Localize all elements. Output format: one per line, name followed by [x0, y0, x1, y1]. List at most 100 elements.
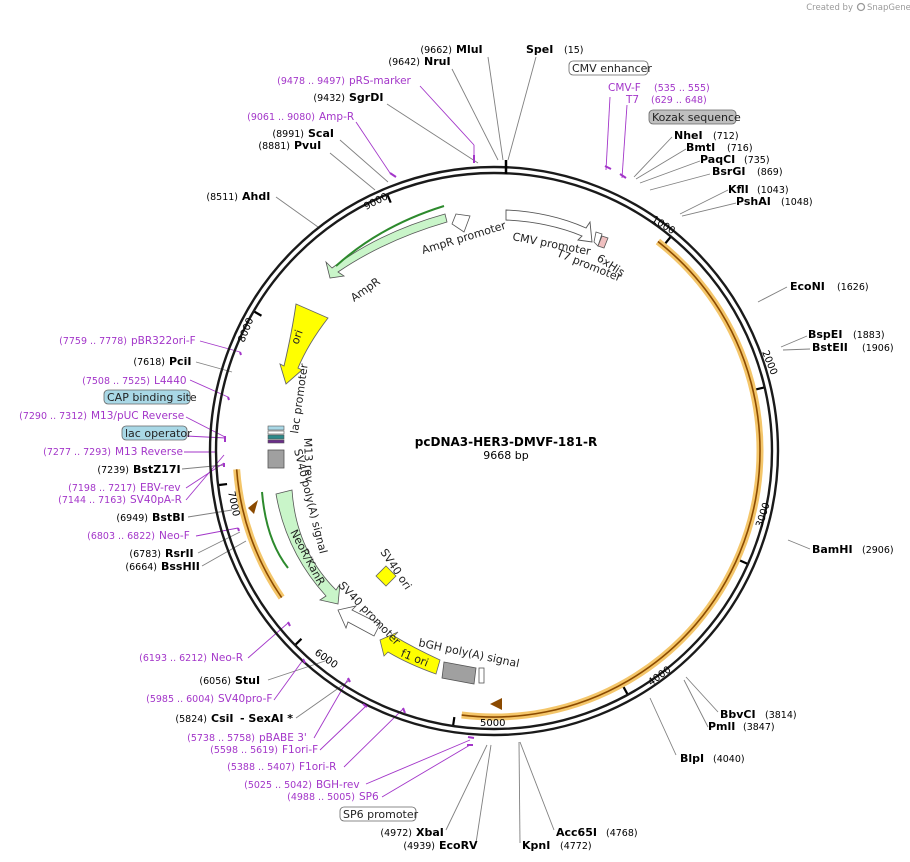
backbone-inner [214, 171, 774, 731]
site-name-acc65i: Acc65I [556, 826, 597, 839]
neo-orf-line [235, 469, 283, 598]
tick-7000: 7000 [225, 490, 241, 517]
brand-prefix: Created by [806, 3, 853, 13]
primer-name-f1ori-f: F1ori-F [282, 744, 318, 756]
site-name-nrui: NruI [424, 55, 451, 68]
primer-pos-sv40pro-f: (5985 .. 6004) [146, 694, 214, 705]
site-name-blpi: BlpI [680, 752, 704, 765]
lac-operator-mark [267, 434, 285, 440]
site-pos-blpi: (4040) [713, 754, 745, 765]
primer-pos-bgh-rev: (5025 .. 5042) [244, 780, 312, 791]
f1-ori-arrow [379, 631, 441, 675]
site-name-bbvci: BbvCI [720, 708, 756, 721]
primer-name-m13puc-rev: M13/pUC Reverse [91, 410, 184, 422]
backbone-outer [208, 165, 780, 737]
site-pos-nrui: (9642) [388, 57, 420, 68]
site-pos-bbvci: (3814) [765, 710, 797, 721]
primer-pos-neo-f: (6803 .. 6822) [87, 531, 155, 542]
site-pos-ahdi: (8511) [206, 192, 238, 203]
cmv-promoter-arrow [505, 209, 593, 243]
neo-orf-arc [233, 469, 285, 600]
site-pos-econi: (1626) [837, 282, 869, 293]
site-name-pmli: PmlI [708, 720, 735, 733]
site-pos-ecorv: (4939) [403, 841, 435, 852]
box-lac-operator [121, 425, 188, 441]
primer-name-neo-r: Neo-R [211, 652, 243, 664]
site-name-pcii: PciI [169, 355, 191, 368]
site-name-ahdi: AhdI [242, 190, 270, 203]
primer-pos-cmv-f: (535 .. 555) [654, 83, 710, 94]
boxed-labels: CMV enhancer Kozak sequence CAP binding … [103, 60, 741, 822]
tick-8000: 8000 [237, 316, 257, 344]
site-name-bspei: BspEI [808, 328, 842, 341]
site-pos-mlui: (9662) [420, 45, 452, 56]
neor-orf-line [261, 491, 289, 569]
primer-pos-l4440: (7508 .. 7525) [82, 376, 150, 387]
primer-name-ebv-rev: EBV-rev [140, 482, 181, 494]
neor-arrow [275, 489, 341, 605]
site-name-spei: SpeI [526, 43, 553, 56]
primer-name-pbr322ori-f: pBR322ori-F [131, 335, 196, 347]
label-cap-site: CAP binding site [107, 391, 197, 404]
site-name-csii: CsiI [211, 712, 233, 725]
primer-marks [223, 155, 627, 746]
site-pos-rsrii: (6783) [129, 549, 161, 560]
site-pos-paqci: (735) [744, 155, 770, 166]
label-lac-operator: lac operator [125, 427, 192, 440]
site-name-mlui: MluI [456, 43, 483, 56]
tick-mark [664, 236, 672, 245]
site-pos-scai: (8991) [272, 129, 304, 140]
primer-pos-sv40pa-r: (7144 .. 7163) [58, 495, 126, 506]
primer-pos-ebv-rev: (7198 .. 7217) [68, 483, 136, 494]
label-cmv-enhancer: CMV enhancer [572, 62, 652, 75]
site-pos-pvui: (8881) [258, 141, 290, 152]
site-name-bsrgi: BsrGI [712, 165, 745, 178]
tick-6000: 6000 [312, 647, 339, 671]
site-pos-bsrgi: (869) [757, 167, 783, 178]
box-kozak [648, 109, 737, 125]
primer-name-m13-rev: M13 Reverse [115, 446, 183, 458]
primer-pos-pbabe3: (5738 .. 5758) [187, 733, 255, 744]
primer-pos-m13-rev: (7277 .. 7293) [43, 447, 111, 458]
tick-mark [253, 310, 263, 317]
primer-pos-m13puc-rev: (7290 .. 7312) [19, 411, 87, 422]
site-pos-pcii: (7618) [133, 357, 165, 368]
primer-pos-prs-marker: (9478 .. 9497) [277, 76, 345, 87]
site-name-bstz17i: BstZ17I [133, 463, 181, 476]
primer-name-sv40pro-f: SV40pro-F [218, 693, 272, 705]
snapgene-logo-icon [856, 2, 866, 12]
primer-pos-pbr322ori-f: (7759 .. 7778) [59, 336, 127, 347]
primer-name-f1ori-r: F1ori-R [299, 761, 336, 773]
site-name-bamhi: BamHI [812, 543, 853, 556]
sv40-promoter-arrow [337, 605, 381, 637]
site-pos-bspei: (1883) [853, 330, 885, 341]
primer-name-neo-f: Neo-F [159, 530, 190, 542]
m13-rev-mark [267, 439, 285, 444]
site-name-kfli: KflI [728, 183, 749, 196]
insert-orf-arc [461, 238, 764, 721]
ori-arrow [279, 303, 329, 385]
primer-pos-amp-r: (9061 .. 9080) [247, 112, 315, 123]
primer-name-prs-marker: pRS-marker [349, 75, 412, 87]
site-extra-sexai: - SexAI * [240, 712, 293, 725]
plasmid-length: 9668 bp [483, 449, 528, 462]
site-pos-bstbi: (6949) [116, 513, 148, 524]
restriction-sites: (9662) MluI SpeI (15) (9642) NruI (9432)… [97, 43, 893, 852]
tick-mark [622, 686, 629, 695]
tick-mark [218, 482, 228, 487]
site-name-pvui: PvuI [294, 139, 321, 152]
neo-arrow-head [248, 500, 258, 514]
primer-name-t7: T7 [625, 94, 639, 106]
site-pos-bmti: (716) [727, 143, 753, 154]
site-name-nhei: NheI [674, 129, 703, 142]
site-pos-bstz17i: (7239) [97, 465, 129, 476]
site-pos-csii: (5824) [175, 714, 207, 725]
plasmid-name: pcDNA3-HER3-DMVF-181-R [415, 435, 597, 449]
label-ori: ori [289, 328, 306, 346]
bgh-polya-box [441, 661, 477, 685]
lac-promoter-mark [267, 430, 285, 435]
primer-name-amp-r: Amp-R [319, 111, 354, 123]
site-name-bmti: BmtI [686, 141, 715, 154]
site-name-rsrii: RsrII [165, 547, 194, 560]
